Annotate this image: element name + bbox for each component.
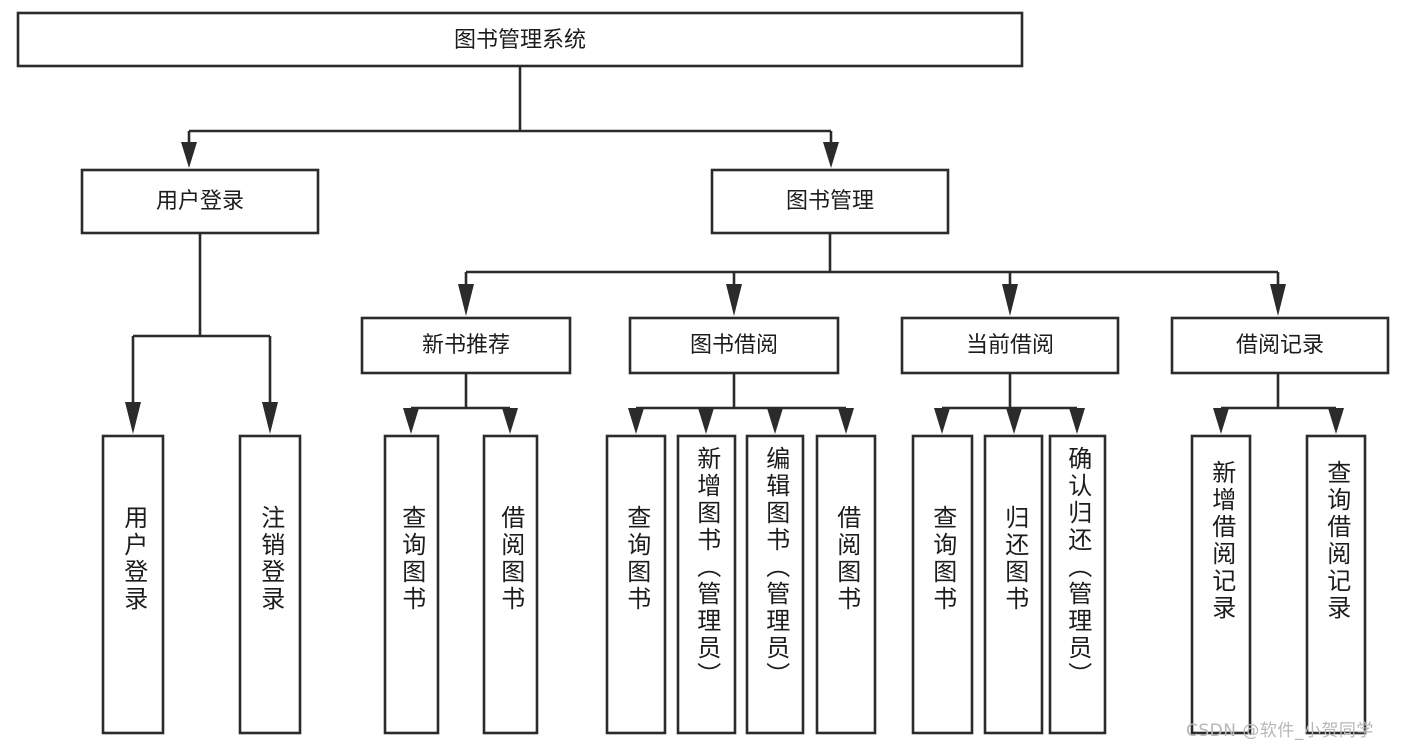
node-current-borrow[interactable] — [900, 316, 1120, 375]
node-leaf-query-book-recommend[interactable] — [383, 434, 440, 735]
node-leaf-edit-book-admin-label: 编辑图书（管理员） — [761, 446, 790, 689]
node-book-borrow[interactable] — [628, 316, 840, 375]
arrowhead-leaf-query-book-recommend — [403, 408, 419, 434]
node-borrow-record-label: 借阅记录 — [1236, 333, 1324, 358]
node-leaf-user-login[interactable] — [101, 434, 165, 735]
node-book-management-label: 图书管理 — [786, 189, 874, 214]
node-leaf-query-borrow-record[interactable] — [1305, 434, 1367, 735]
node-borrow-record[interactable] — [1170, 316, 1390, 375]
node-user-login-label: 用户登录 — [156, 189, 244, 214]
nodes-layer: 图书管理系统 用户登录 图书管理 新书推荐 图书借阅 当前借阅 借阅记录 — [16, 11, 1390, 735]
arrowhead-leaf-borrow-book-recommend — [502, 408, 518, 434]
node-current-borrow-label: 当前借阅 — [966, 333, 1054, 358]
node-book-management[interactable] — [710, 168, 950, 235]
arrowhead-leaf-user-login — [125, 402, 141, 434]
arrowhead-leaf-add-book-admin — [698, 408, 714, 434]
node-leaf-query-borrow-record-label: 查询借阅记录 — [1322, 460, 1351, 622]
arrowhead-book-management — [823, 142, 839, 168]
node-leaf-query-book-current-label: 查询图书 — [928, 505, 957, 613]
node-leaf-query-book-current[interactable] — [911, 434, 974, 735]
connectors-layer — [125, 66, 1344, 434]
arrowhead-new-book-recommend — [458, 284, 474, 316]
arrowhead-leaf-query-borrow-record — [1328, 408, 1344, 434]
node-user-login[interactable] — [80, 168, 320, 235]
node-leaf-logout-login[interactable] — [238, 434, 302, 735]
node-root-label: 图书管理系统 — [454, 28, 586, 53]
node-leaf-user-login-label: 用户登录 — [119, 505, 148, 613]
arrowhead-leaf-borrow-book — [838, 408, 854, 434]
node-new-book-recommend[interactable] — [360, 316, 572, 375]
node-leaf-add-book-admin-label: 新增图书（管理员） — [692, 446, 721, 689]
node-leaf-logout-login-label: 注销登录 — [256, 505, 285, 613]
node-root[interactable] — [16, 11, 1024, 68]
node-leaf-return-book[interactable] — [983, 434, 1044, 735]
arrowhead-leaf-edit-book-admin — [767, 408, 783, 434]
node-leaf-borrow-book-label: 借阅图书 — [832, 505, 861, 613]
arrowhead-leaf-add-borrow-record — [1213, 408, 1229, 434]
node-leaf-add-book-admin[interactable] — [676, 434, 737, 735]
node-leaf-borrow-book-recommend-label: 借阅图书 — [496, 505, 525, 613]
arrowhead-leaf-confirm-return-admin — [1069, 408, 1085, 434]
node-leaf-add-borrow-record-label: 新增借阅记录 — [1207, 460, 1236, 622]
node-new-book-recommend-label: 新书推荐 — [422, 333, 510, 358]
node-leaf-confirm-return-admin-label: 确认归还（管理员） — [1063, 446, 1092, 689]
node-leaf-confirm-return-admin[interactable] — [1048, 434, 1107, 735]
csdn-watermark: CSDN @软件_小贺同学 — [1186, 721, 1374, 741]
node-leaf-query-book-borrow[interactable] — [605, 434, 667, 735]
arrowhead-leaf-query-book-borrow — [628, 408, 644, 434]
node-leaf-query-book-borrow-label: 查询图书 — [622, 505, 651, 613]
arrowhead-borrow-record — [1270, 284, 1286, 316]
node-leaf-add-borrow-record[interactable] — [1190, 434, 1252, 735]
arrowhead-leaf-return-book — [1006, 408, 1022, 434]
arrowhead-leaf-query-book-current — [934, 408, 950, 434]
node-leaf-borrow-book[interactable] — [815, 434, 877, 735]
node-leaf-borrow-book-recommend[interactable] — [482, 434, 539, 735]
node-leaf-edit-book-admin[interactable] — [745, 434, 805, 735]
arrowhead-user-login — [181, 142, 197, 168]
node-book-borrow-label: 图书借阅 — [690, 333, 778, 358]
arrowhead-current-borrow — [1002, 284, 1018, 316]
arrowhead-book-borrow — [726, 284, 742, 316]
node-leaf-query-book-recommend-label: 查询图书 — [397, 505, 426, 613]
node-leaf-return-book-label: 归还图书 — [1000, 505, 1029, 613]
arrowhead-leaf-logout-login — [262, 402, 278, 434]
